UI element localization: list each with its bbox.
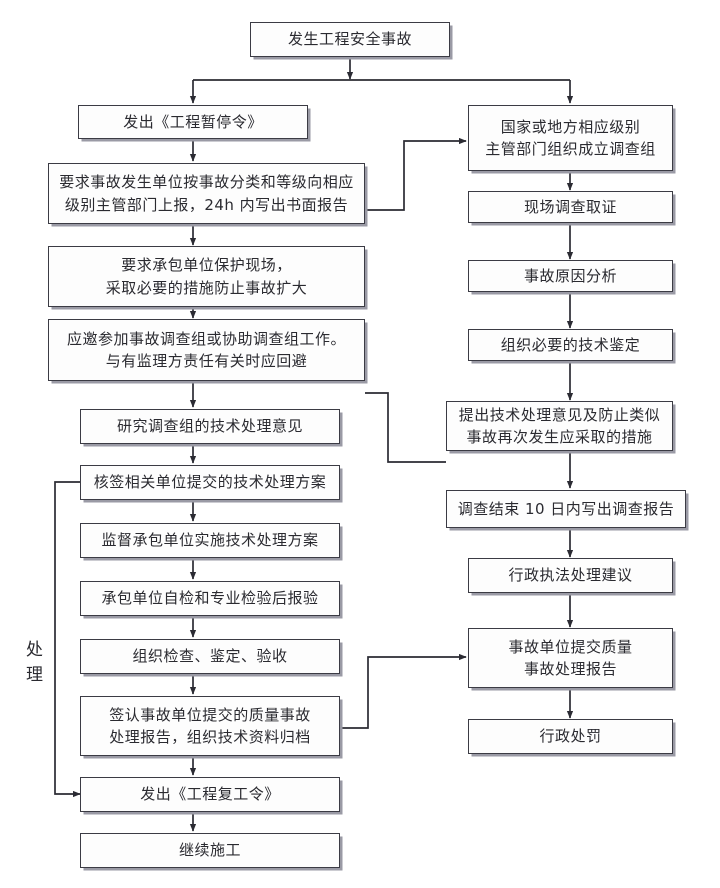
node-issue-resume-order[interactable]: 发出《工程复工令》 (80, 777, 340, 812)
edge-n05-r05 (365, 392, 446, 463)
node-line: 事故再次发生应采取的措施 (466, 428, 653, 446)
node-line: 调查结束 10 日内写出调查报告 (457, 499, 675, 518)
node-join-investigation-team[interactable]: 应邀参加事故调查组或协助调查组工作。 与有监理方责任有关时应回避 (48, 319, 365, 381)
node-line: 事故处理报告 (523, 660, 617, 678)
node-line: 要求事故发生单位按事故分类和等级向相应 (59, 173, 354, 191)
node-line: 签认事故单位提交的质量事故 (109, 705, 311, 724)
node-line: 主管部门组织成立调查组 (485, 140, 656, 158)
node-issue-suspension-order[interactable]: 发出《工程暂停令》 (78, 105, 308, 139)
node-line: 现场调查取证 (523, 197, 617, 216)
node-line: 组织检查、鉴定、验收 (132, 647, 288, 666)
node-countersign-technical-plan[interactable]: 核签相关单位提交的技术处理方案 (80, 465, 340, 500)
node-line: 与有监理方责任有关时应回避 (105, 352, 308, 370)
node-supervise-implementation[interactable]: 监督承包单位实施技术处理方案 (80, 523, 340, 558)
node-line: 发生工程安全事故 (287, 30, 412, 49)
edge-n11-r08 (340, 653, 467, 729)
node-line: 国家或地方相应级别 (500, 117, 641, 136)
node-line: 行政处罚 (539, 727, 602, 746)
node-unit-submits-quality-report[interactable]: 事故单位提交质量 事故处理报告 (468, 628, 673, 688)
node-line: 发出《工程复工令》 (140, 785, 280, 804)
edge-n07-n12-feedback (54, 481, 81, 798)
node-line: 行政执法处理建议 (508, 566, 633, 585)
node-protect-site[interactable]: 要求承包单位保护现场， 采取必要的措施防止事故扩大 (48, 246, 365, 307)
node-administrative-penalty[interactable]: 行政处罚 (468, 719, 673, 754)
node-self-inspection-report[interactable]: 承包单位自检和专业检验后报验 (80, 581, 340, 616)
node-line: 应邀参加事故调查组或协助调查组工作。 (66, 329, 346, 348)
node-technical-appraisal[interactable]: 组织必要的技术鉴定 (468, 329, 673, 361)
node-line: 承包单位自检和专业检验后报验 (101, 589, 319, 608)
node-investigation-report-10-days[interactable]: 调查结束 10 日内写出调查报告 (446, 490, 686, 528)
side-label-line: 理 (26, 664, 44, 685)
node-cause-analysis[interactable]: 事故原因分析 (468, 260, 673, 292)
node-continue-construction[interactable]: 继续施工 (80, 833, 340, 868)
node-line: 组织必要的技术鉴定 (500, 335, 641, 354)
node-line: 采取必要的措施防止事故扩大 (105, 278, 308, 297)
node-authority-forms-investigation-team[interactable]: 国家或地方相应级别 主管部门组织成立调查组 (468, 105, 673, 171)
node-line: 处理报告，组织技术资料归档 (109, 728, 311, 746)
node-administrative-enforcement-advice[interactable]: 行政执法处理建议 (468, 558, 673, 593)
node-organize-inspection-acceptance[interactable]: 组织检查、鉴定、验收 (80, 639, 340, 674)
node-line: 发出《工程暂停令》 (123, 112, 263, 131)
node-line: 研究调查组的技术处理意见 (116, 417, 303, 436)
edge-n03-r01 (365, 137, 467, 211)
node-line: 继续施工 (178, 841, 241, 860)
node-line: 事故原因分析 (523, 266, 617, 285)
node-line: 要求承包单位保护现场， (121, 256, 292, 274)
node-line: 监督承包单位实施技术处理方案 (101, 531, 319, 550)
node-study-technical-opinion[interactable]: 研究调查组的技术处理意见 (80, 409, 340, 444)
node-report-within-24h[interactable]: 要求事故发生单位按事故分类和等级向相应 级别主管部门上报，24h 内写出书面报告 (48, 163, 365, 224)
node-sign-quality-report-archive[interactable]: 签认事故单位提交的质量事故 处理报告，组织技术资料归档 (80, 696, 340, 756)
side-label-line: 处 (26, 640, 44, 660)
node-line: 核签相关单位提交的技术处理方案 (93, 473, 327, 492)
node-line: 事故单位提交质量 (508, 637, 633, 656)
node-site-investigation-evidence[interactable]: 现场调查取证 (468, 191, 673, 223)
node-line: 级别主管部门上报，24h 内写出书面报告 (64, 195, 349, 214)
node-line: 提出技术处理意见及防止类似 (458, 405, 661, 424)
node-propose-preventive-measures[interactable]: 提出技术处理意见及防止类似 事故再次发生应采取的措施 (446, 401, 673, 451)
side-label-handling: 处 理 (21, 638, 49, 687)
node-accident-occurs[interactable]: 发生工程安全事故 (250, 22, 450, 57)
